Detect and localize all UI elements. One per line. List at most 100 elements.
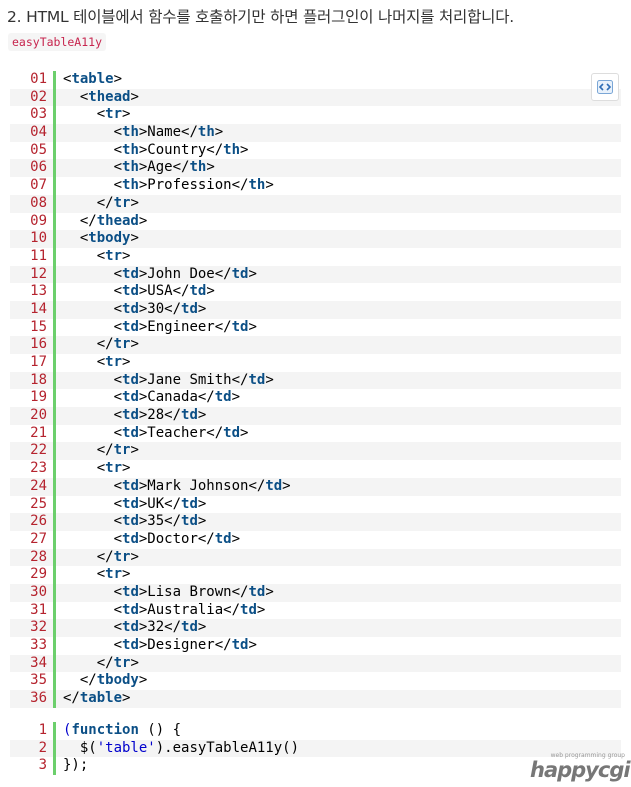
line-number: 27 [30,530,47,547]
line-number: 31 [30,601,47,618]
gutter-bar [53,637,56,655]
plain-token: > [240,424,249,441]
gutter-bar [53,300,56,319]
happycgi-logo: web programming group happycgi [530,752,631,782]
code-text: <thead> [56,89,139,107]
code-text: </tr> [56,336,139,354]
code-text: <td>UK</td> [56,495,207,514]
plain-token: > [206,159,215,176]
plain-token: >28</ [138,407,182,424]
html-code-line: 02 <thead> [10,88,621,107]
plain-token: </ [63,672,97,689]
code-text: <th>Profession</th> [56,177,274,195]
html-code-line: 11 <tr> [10,247,621,266]
plain-token: > [197,495,207,512]
keyword-token: td [265,477,283,494]
logo-text: happycgi [530,758,631,782]
plain-token: < [63,247,106,264]
gutter-bar [53,106,56,125]
html-code-line: 09 </thead> [10,212,621,231]
html-code-line: 15 <td>Engineer</td> [10,318,621,337]
plain-token: < [63,354,106,370]
keyword-token: td [122,601,139,618]
plain-token: > [248,318,257,335]
gutter-bar [53,265,56,284]
keyword-token: th [122,124,139,141]
plain-token: > [214,124,224,141]
plain-token: < [63,389,123,406]
line-number: 10 [30,230,47,247]
plain-token: > [265,371,274,388]
plain-token: > [130,336,139,353]
plain-token: </ [63,194,114,211]
html-code-line: 12 <td>John Doe</td> [10,265,621,284]
plain-token: < [63,566,106,583]
html-code-block: 01<table>02 <thead>03 <tr>04 <th>Name</t… [10,71,621,708]
line-number: 35 [30,672,47,689]
plain-token: > [197,300,207,317]
html-code-line: 19 <td>Canada</td> [10,389,621,408]
html-code-line: 24 <td>Mark Johnson</td> [10,477,621,496]
gutter-bar [53,124,56,142]
keyword-token: th [122,159,139,176]
plain-token: >Profession</ [138,177,249,194]
plain-token: < [63,283,123,300]
gutter-bar [53,318,56,337]
plain-token: > [248,637,257,653]
plain-token: </ [63,548,114,565]
keyword-token: td [122,513,139,530]
code-text: <td>28</td> [56,407,207,425]
line-number: 19 [30,389,47,406]
gutter-bar [53,619,56,637]
plain-token: >Mark Johnson</ [138,477,266,494]
view-source-button[interactable] [591,73,619,101]
plain-token: ).easyTableA11y() [155,739,300,756]
js-code-block: 1(function () {2 $('table').easyTableA11… [10,722,621,776]
line-number: 05 [30,141,47,158]
plain-token: > [130,88,139,105]
plain-token: > [240,141,249,158]
plain-token: < [63,124,123,141]
plain-token: > [197,407,207,424]
plain-token: >John Doe</ [138,265,232,282]
plain-token: < [63,424,123,441]
gutter-bar [53,389,56,408]
keyword-token: thead [96,212,139,229]
plain-token: >Name</ [138,124,198,141]
js-code-line: 2 $('table').easyTableA11y() [10,739,621,758]
html-code-line: 03 <tr> [10,106,621,125]
plain-token: < [63,141,123,158]
html-code-line: 27 <td>Doctor</td> [10,530,621,549]
keyword-token: td [189,283,207,300]
plain-token: < [63,177,123,194]
gutter-bar [53,513,56,531]
keyword-token: td [181,300,198,317]
plain-token: >32</ [138,619,182,636]
code-text: <tbody> [56,230,139,248]
keyword-token: tr [105,460,123,477]
logo-tagline: web programming group [550,752,625,759]
code-text: <td>Teacher</td> [56,424,249,443]
gutter-bar [53,757,56,776]
code-text: <table> [56,71,122,89]
code-text: </table> [56,690,130,708]
html-code-line: 23 <tr> [10,460,621,478]
line-number: 3 [38,757,47,774]
html-code-line: 14 <td>30</td> [10,300,621,319]
keyword-token: th [189,159,207,176]
plain-token: < [63,88,89,105]
string-token: ( [63,722,72,738]
html-code-line: 33 <td>Designer</td> [10,637,621,655]
keyword-token: td [122,530,139,547]
html-code-line: 18 <td>Jane Smith</td> [10,371,621,390]
plain-token: < [63,159,123,176]
line-number: 24 [30,477,47,494]
keyword-token: td [214,530,232,547]
gutter-bar [53,460,56,478]
code-text: <th>Name</th> [56,124,224,142]
plain-token: >35</ [138,513,182,530]
plain-token: < [63,477,123,494]
gutter-bar [53,212,56,231]
line-number: 36 [30,690,47,707]
keyword-token: tr [113,442,131,459]
